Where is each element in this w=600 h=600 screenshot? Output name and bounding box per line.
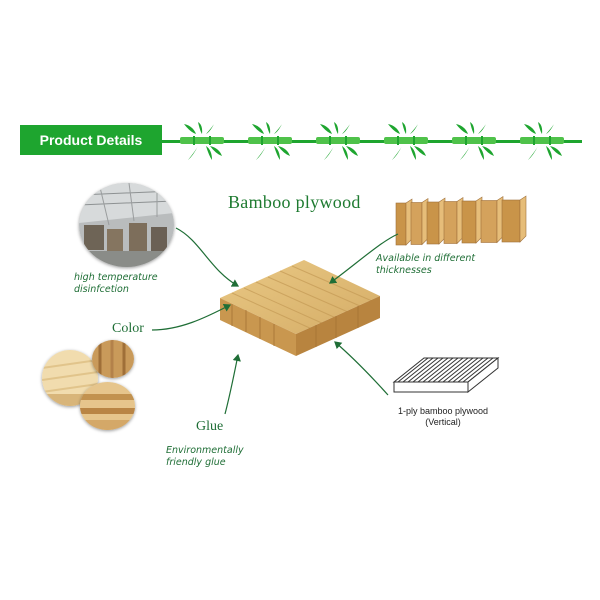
- arrow-glue: [224, 353, 241, 415]
- bamboo-icon: [316, 122, 360, 160]
- color-sample-carbonized: [92, 340, 134, 378]
- banner-divider: [162, 140, 582, 143]
- bamboo-icon: [248, 122, 292, 160]
- plywood-board: [461, 196, 483, 244]
- thickness-line2: thicknesses: [376, 265, 432, 276]
- banner-title: Product Details: [39, 132, 143, 148]
- glue-caption: Environmentally friendly glue: [166, 445, 244, 469]
- disinfection-caption: high temperature disinfcetion: [74, 272, 158, 296]
- product-details-banner: Product Details: [20, 125, 162, 155]
- bamboo-sample-dark-icon: [92, 340, 134, 378]
- plywood-board: [443, 196, 464, 245]
- glue-label: Glue: [196, 419, 224, 434]
- ply-diagram-image: [392, 356, 500, 394]
- ply-line1: 1-ply bamboo plywood: [397, 406, 489, 416]
- glue-line2: friendly glue: [166, 457, 226, 468]
- color-sample-layered: [80, 382, 135, 430]
- factory-photo: [79, 183, 174, 267]
- plywood-thickness-image: [395, 195, 527, 246]
- thickness-line1: Available in different: [376, 253, 476, 264]
- plywood-board: [480, 195, 504, 244]
- arrow-thickness: [329, 233, 399, 284]
- disinfection-line2: disinfcetion: [74, 284, 129, 295]
- plywood-board: [501, 195, 527, 243]
- factory-icon: [79, 183, 174, 267]
- thickness-caption: Available in different thicknesses: [376, 253, 475, 277]
- arrow-color: [151, 304, 232, 331]
- ply-caption: 1-ply bamboo plywood (Vertical): [378, 406, 508, 428]
- bamboo-icon: [520, 122, 564, 160]
- bamboo-icon: [452, 122, 496, 160]
- bamboo-sample-layered-icon: [80, 382, 135, 430]
- bamboo-icon: [180, 122, 224, 160]
- plywood-board: [410, 197, 429, 246]
- color-label: Color: [112, 321, 144, 336]
- bamboo-icon: [384, 122, 428, 160]
- arrow-ply: [334, 341, 389, 396]
- ply-line2: (Vertical): [425, 417, 461, 427]
- plywood-board: [395, 198, 413, 246]
- disinfection-line1: high temperature: [74, 272, 158, 283]
- bamboo-decoration: [180, 122, 564, 160]
- bamboo-block-image: [220, 260, 380, 356]
- glue-line1: Environmentally: [166, 445, 244, 456]
- arrow-disinfection: [175, 227, 240, 287]
- main-title: Bamboo plywood: [228, 192, 361, 212]
